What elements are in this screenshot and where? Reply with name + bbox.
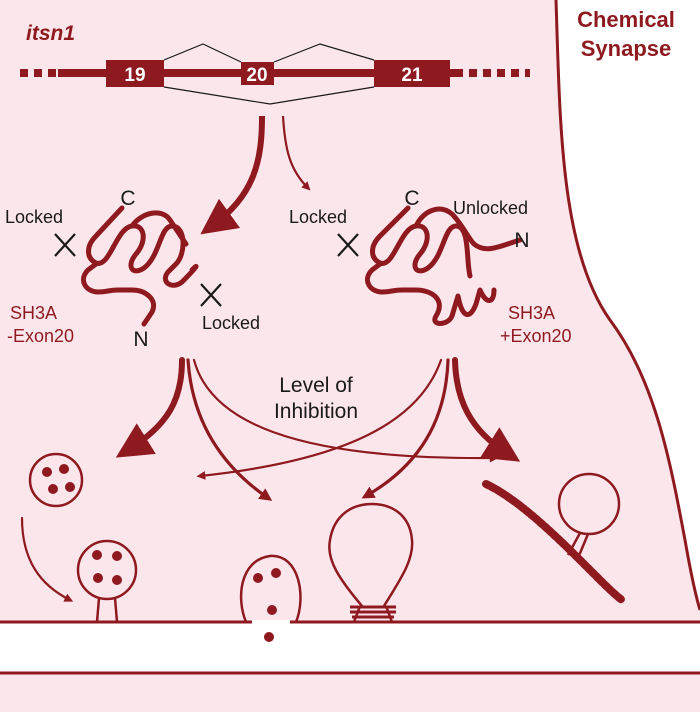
exon-20	[241, 62, 274, 85]
inhibition-arrow-left-medium	[186, 358, 273, 501]
vesicle-fusing	[239, 554, 302, 642]
splice-arrow-right	[281, 115, 311, 191]
lock-x-icon	[337, 233, 359, 257]
inhibition-arrow-right-strong	[452, 357, 521, 462]
gene-structure	[20, 43, 530, 105]
presynaptic-cell	[0, 0, 700, 622]
isoform-right-name-line1: SH3A	[508, 303, 555, 323]
vesicle-recruit-arrow	[20, 516, 74, 602]
lock-x-icon	[54, 233, 76, 257]
postsynaptic-cell	[0, 673, 700, 712]
isoform-left-name-line2: -Exon20	[7, 326, 74, 346]
isoform-right-c-terminus: C	[404, 187, 419, 210]
isoform-left-lock-top-label: Locked	[5, 207, 63, 227]
isoform-right-unlock-label: Unlocked	[453, 198, 528, 218]
splice-inclusion	[163, 43, 375, 63]
exon-21	[374, 60, 450, 87]
inhibition-arrow-right-weak	[196, 358, 443, 480]
exon-19	[106, 60, 164, 87]
isoform-left-lock-bottom-label: Locked	[202, 313, 260, 333]
isoform-left-n-terminus: N	[133, 328, 148, 351]
gene-name: itsn1	[26, 22, 75, 45]
isoform-left-name-line1: SH3A	[10, 303, 57, 323]
vesicle-endocytic	[328, 502, 414, 623]
isoform-right-name-line2: +Exon20	[500, 326, 572, 346]
isoform-right-lock-label: Locked	[289, 207, 347, 227]
vesicle-docked	[76, 539, 138, 623]
isoform-right-n-terminus: N	[514, 229, 529, 252]
splice-skip	[163, 86, 375, 105]
synapse-title-line2: Synapse	[581, 36, 672, 61]
inhibition-label-line2: Inhibition	[274, 400, 358, 423]
inhibition-arrow-left-strong	[115, 357, 185, 458]
lock-x-icon	[200, 283, 222, 307]
inhibition-arrow-right-medium	[361, 358, 450, 499]
isoform-left-protein	[81, 205, 199, 327]
exon-19-label: 19	[124, 65, 145, 86]
vesicle-free	[28, 452, 84, 508]
inhibition-label-line1: Level of	[279, 374, 353, 397]
presynaptic-membrane	[554, 0, 700, 611]
inhibition-arrow-left-weak	[192, 358, 499, 463]
actin-filament	[482, 472, 626, 604]
synapse-title-line1: Chemical	[577, 7, 675, 32]
exon-21-label: 21	[401, 65, 423, 86]
exon-20-label: 20	[246, 65, 267, 86]
isoform-left-c-terminus: C	[120, 187, 135, 210]
isoform-right-protein	[365, 205, 523, 326]
splice-arrow-left	[200, 115, 265, 235]
